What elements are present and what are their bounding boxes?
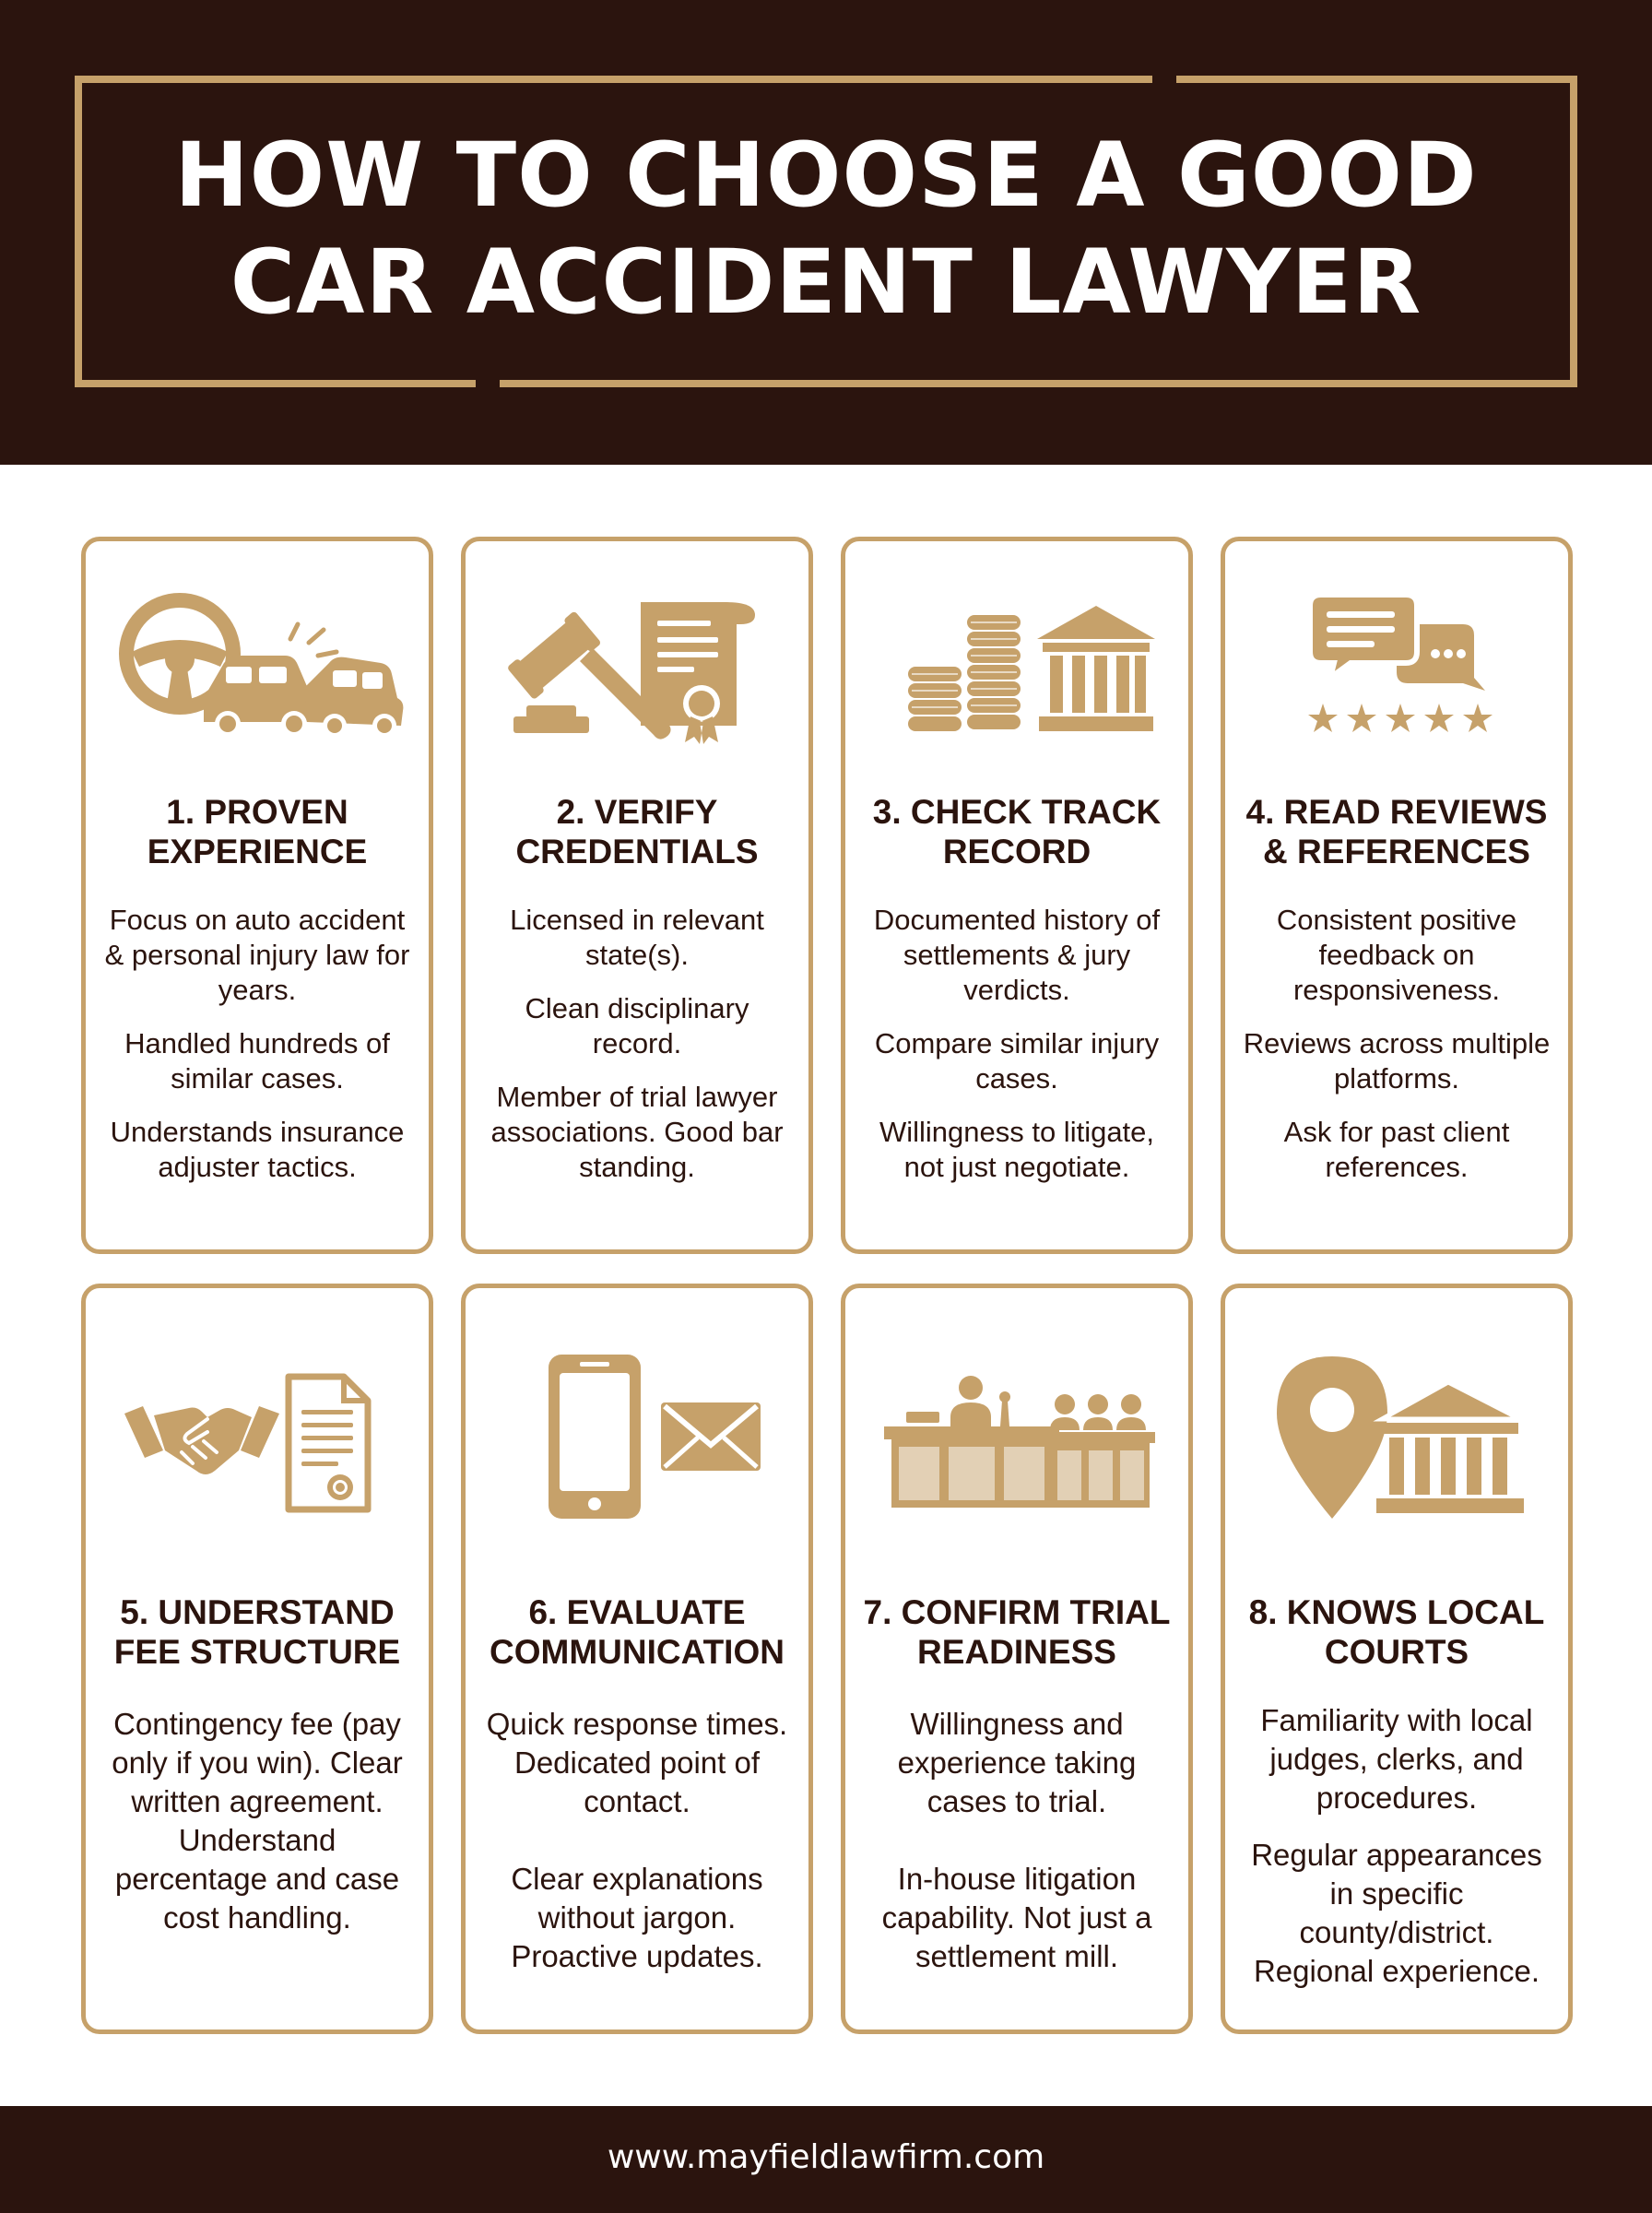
card-text: Handled hundreds of similar cases. (124, 1027, 390, 1095)
card-body: Willingness and experience taking cases … (860, 1705, 1174, 1976)
card-text: Member of trial lawyer associations. Goo… (490, 1081, 784, 1183)
card-body: Quick response times. Dedicated point of… (480, 1705, 794, 1976)
card-proven-experience: 1. PROVEN EXPERIENCE Focus on auto accid… (81, 537, 433, 1254)
card-body: Consistent positive feedback on responsi… (1240, 903, 1553, 1185)
location-pin-courthouse-icon (1244, 1349, 1550, 1524)
frame-notch-bottom (476, 380, 500, 393)
coins-courthouse-icon (864, 587, 1170, 744)
card-body: Documented history of settlements & jury… (860, 903, 1174, 1185)
card-title: 7. CONFIRM TRIAL READINESS (863, 1593, 1171, 1671)
card-text: Documented history of settlements & jury… (873, 904, 1161, 1006)
steering-wheel-car-crash-icon (104, 587, 410, 744)
card-body: Familiarity with local judges, clerks, a… (1240, 1701, 1553, 1991)
card-body: Contingency fee (pay only if you win). C… (100, 1705, 414, 1937)
card-text: Willingness to litigate, not just negoti… (879, 1116, 1155, 1183)
card-evaluate-communication: 6. EVALUATE COMMUNICATION Quick response… (461, 1284, 813, 2034)
card-text: Reviews across multiple platforms. (1243, 1027, 1551, 1095)
card-text: Familiarity with local judges, clerks, a… (1260, 1703, 1533, 1815)
header-banner: HOW TO CHOOSE A GOOD CAR ACCIDENT LAWYER (0, 0, 1652, 465)
card-text: In-house litigation capability. Not just… (881, 1862, 1152, 1973)
card-verify-credentials: 2. VERIFY CREDENTIALS Licensed in releva… (461, 537, 813, 1254)
card-title: 6. EVALUATE COMMUNICATION (490, 1593, 785, 1671)
card-text: Focus on auto accident & personal injury… (104, 904, 410, 1006)
card-text: Willingness and experience taking cases … (897, 1707, 1137, 1818)
gavel-certificate-icon (484, 587, 790, 744)
card-text: Regular appearances in specific county/d… (1251, 1838, 1542, 1988)
card-trial-readiness: 7. CONFIRM TRIAL READINESS Willingness a… (841, 1284, 1193, 2034)
card-text: Consistent positive feedback on responsi… (1276, 904, 1517, 1006)
card-title: 8. KNOWS LOCAL COURTS (1248, 1593, 1545, 1671)
card-text: Contingency fee (pay only if you win). C… (112, 1707, 403, 1935)
card-check-track-record: 3. CHECK TRACK RECORD Documented history… (841, 537, 1193, 1254)
card-text: Ask for past client references. (1283, 1116, 1510, 1183)
card-title: 5. UNDERSTAND FEE STRUCTURE (113, 1593, 401, 1671)
card-text: Understands insurance adjuster tactics. (110, 1116, 405, 1183)
footer-bar: www.mayfieldlawfirm.com (0, 2106, 1652, 2213)
card-text: Quick response times. Dedicated point of… (486, 1707, 788, 1818)
title-frame (75, 76, 1577, 387)
page-title: HOW TO CHOOSE A GOOD CAR ACCIDENT LAWYER (174, 124, 1478, 334)
card-knows-local-courts: 8. KNOWS LOCAL COURTS Familiarity with l… (1221, 1284, 1573, 2034)
card-title: 2. VERIFY CREDENTIALS (515, 793, 759, 870)
card-text: Licensed in relevant state(s). (510, 904, 764, 971)
frame-notch-top (1152, 72, 1176, 85)
card-body: Focus on auto accident & personal injury… (100, 903, 414, 1185)
card-title: 1. PROVEN EXPERIENCE (147, 793, 368, 870)
card-read-reviews: 4. READ REVIEWS & REFERENCES Consistent … (1221, 537, 1573, 1254)
card-fee-structure: 5. UNDERSTAND FEE STRUCTURE Contingency … (81, 1284, 433, 2034)
chat-bubbles-stars-icon (1244, 587, 1550, 744)
card-text: Clean disciplinary record. (525, 992, 749, 1059)
card-title: 4. READ REVIEWS & REFERENCES (1245, 793, 1548, 870)
card-text: Clear explanations without jargon. Proac… (511, 1862, 763, 1973)
handshake-contract-icon (104, 1362, 410, 1519)
card-text: Compare similar injury cases. (874, 1027, 1160, 1095)
courtroom-judge-jury-icon (864, 1360, 1170, 1517)
card-title: 3. CHECK TRACK RECORD (872, 793, 1162, 870)
card-body: Licensed in relevant state(s). Clean dis… (480, 903, 794, 1185)
footer-website-link[interactable]: www.mayfieldlawfirm.com (607, 2138, 1045, 2176)
phone-envelope-icon (484, 1349, 790, 1524)
